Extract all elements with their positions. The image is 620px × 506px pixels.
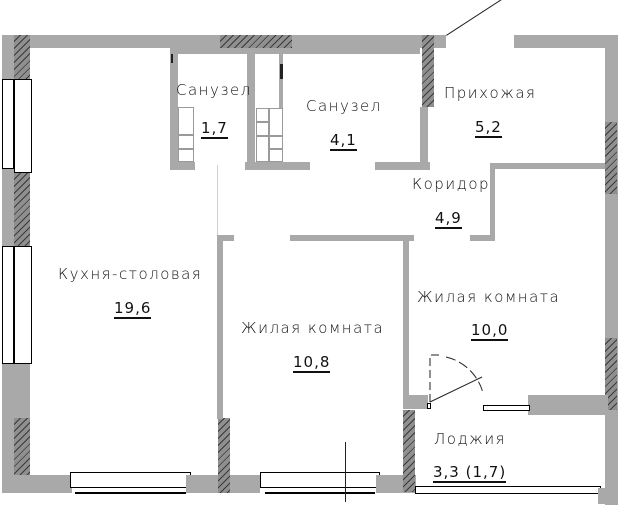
loggia-glazing (415, 486, 601, 494)
outer-wall-left-lower (2, 364, 30, 424)
loggia-door-threshold (427, 403, 431, 409)
wall-hatched-entrance (422, 35, 434, 107)
bath1-fixture-sq1 (178, 135, 194, 149)
room-area-kitchen: 19,6 (114, 299, 152, 319)
window-kitchen-lower-inner (14, 246, 32, 364)
room-name-loggia: Лоджия (434, 430, 506, 448)
room-name-bedroom1: Жилая комната (241, 319, 385, 337)
bath2-wall-right (420, 107, 428, 170)
corridor-wall-bottom-left (290, 235, 414, 241)
bath1-fixture-sq2 (178, 149, 194, 162)
outer-wall-top-entrance-jamb (434, 35, 446, 48)
room100-wall-left (403, 235, 409, 395)
loggia-window-sill (483, 405, 530, 411)
outer-wall-right (605, 35, 618, 505)
bath1-wall-left (170, 48, 178, 170)
bath2-fixture-5 (269, 136, 283, 149)
room108-wall-left (217, 235, 223, 419)
bath2-door-mark (280, 64, 283, 79)
loggia-wall-bottom-right (598, 488, 618, 504)
bath2-fixture-6 (269, 149, 283, 162)
window-kitchen-bottom-sill (75, 488, 186, 494)
window-kitchen-upper-inner (14, 79, 32, 173)
room-name-kitchen: Кухня-столовая (58, 265, 203, 283)
outer-wall-left-hatch-3 (14, 418, 30, 492)
bath2-fixture-3 (269, 108, 283, 136)
bath1-wall-bottom (170, 162, 195, 170)
axis-mark (345, 442, 346, 502)
room-name-hall: Прихожая (444, 84, 537, 102)
hall-wall-bottom (493, 163, 605, 169)
outer-wall-top-hatched (220, 35, 292, 48)
outer-wall-top-left (2, 35, 220, 48)
room-area-loggia: 3,3 (1,7) (433, 463, 507, 483)
room-area-hall: 5,2 (475, 118, 502, 138)
corridor-wall-right (490, 163, 495, 240)
loggia-wall-left-hatch (403, 410, 415, 492)
room-name-bedroom2: Жилая комната (417, 288, 561, 306)
window-kitchen-bottom (70, 472, 191, 488)
bath2-fixture-2 (256, 122, 269, 136)
loggia-wall-top-left (403, 395, 428, 409)
room-name-corridor: Коридор (412, 175, 491, 193)
bath1-fixture-tall (178, 107, 194, 135)
kitchen-divider-thin (217, 165, 218, 235)
outer-wall-left-hatch-1 (14, 35, 30, 79)
door-swing-icon (429, 354, 484, 403)
bath-divider (247, 48, 255, 170)
room-area-bath1: 1,7 (201, 119, 228, 139)
bath2-wall-bottom-left (245, 162, 310, 170)
entrance-door-swing (446, 0, 504, 36)
bath2-wall-left-inner (279, 54, 283, 109)
window-kitchen-lower (2, 246, 14, 364)
outer-wall-top-right (514, 35, 618, 48)
outer-wall-bottom-1 (2, 475, 72, 493)
outer-wall-top-mid (292, 35, 422, 48)
bath2-fixture-4 (256, 136, 269, 162)
outer-wall-left-pier (2, 169, 14, 219)
room-area-bedroom1: 10,8 (293, 353, 331, 373)
partition-hatch-bottom (218, 418, 230, 493)
bath1-door-frame-mark (171, 54, 173, 63)
bath2-fixture-1 (256, 108, 269, 122)
window-room-bottom (260, 472, 380, 488)
room-name-bath1: Санузел (176, 81, 252, 99)
outer-wall-right-hatch-2 (605, 338, 617, 410)
bath1-wall-top (170, 48, 420, 54)
room-area-bath2: 4,1 (330, 131, 357, 151)
room-name-bath2: Санузел (306, 97, 382, 115)
bath2-wall-bottom-right (375, 162, 430, 170)
outer-wall-right-hatch-1 (605, 122, 617, 194)
outer-wall-left-hatch-2 (14, 173, 30, 246)
corridor-wall-bottom-right (470, 235, 495, 241)
loggia-wall-top-right (528, 395, 608, 415)
room-area-corridor: 4,9 (435, 209, 462, 229)
window-kitchen-upper (2, 79, 14, 169)
room-area-bedroom2: 10,0 (471, 321, 509, 341)
room108-wall-top-left (217, 235, 234, 241)
window-room-bottom-sill (265, 488, 375, 494)
